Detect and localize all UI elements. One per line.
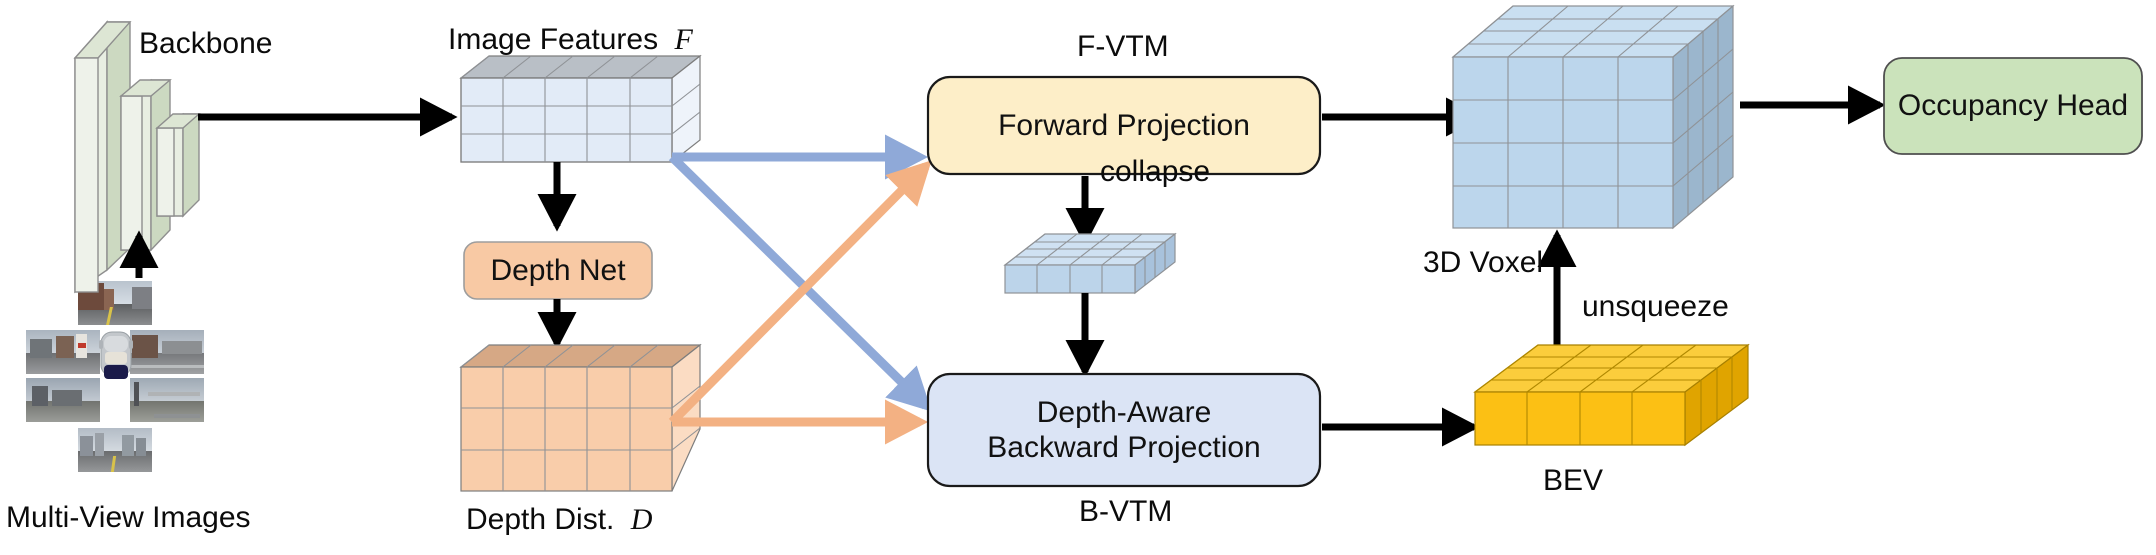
backbone-label: Backbone (139, 27, 273, 60)
arrow-features-to-backward (668, 153, 932, 412)
depth-dist-text: Depth Dist. (466, 503, 615, 536)
image-features-label: Image Features F (448, 25, 693, 55)
tensor-bev (1473, 343, 1750, 447)
unsqueeze-label: unsqueeze (1582, 290, 1729, 323)
bev-label: BEV (1543, 464, 1604, 497)
camera-view-front-left (26, 330, 100, 374)
depth-dist-symbol: D (630, 503, 653, 536)
forward-projection-box-shape (926, 75, 1322, 176)
occupancy-head-box-shape (1883, 57, 2143, 155)
tensor-3d-voxel (1451, 4, 1735, 230)
backbone-block (73, 20, 201, 294)
image-features-symbol: F (674, 23, 693, 56)
image-features-text: Image Features (448, 23, 659, 56)
camera-view-back-left (26, 378, 100, 422)
depth-dist-label: Depth Dist. D (466, 505, 652, 535)
arrow-depth-to-forward (668, 160, 932, 426)
camera-view-back-right (130, 378, 204, 422)
collapse-label: collapse (1100, 155, 1211, 188)
tensor-depth-dist (459, 343, 702, 492)
depth-net-box-shape (463, 241, 653, 300)
tensor-image-features (459, 54, 702, 164)
multi-view-images-label: Multi-View Images (6, 501, 251, 534)
camera-view-back (78, 428, 152, 472)
backward-projection-box-shape (926, 372, 1322, 488)
b-vtm-label: B-VTM (1079, 495, 1173, 528)
f-vtm-label: F-VTM (1077, 30, 1169, 63)
voxel-3d-label: 3D Voxel (1423, 246, 1544, 279)
camera-view-front-right (130, 330, 204, 374)
tensor-collapsed-bev (1003, 232, 1177, 295)
